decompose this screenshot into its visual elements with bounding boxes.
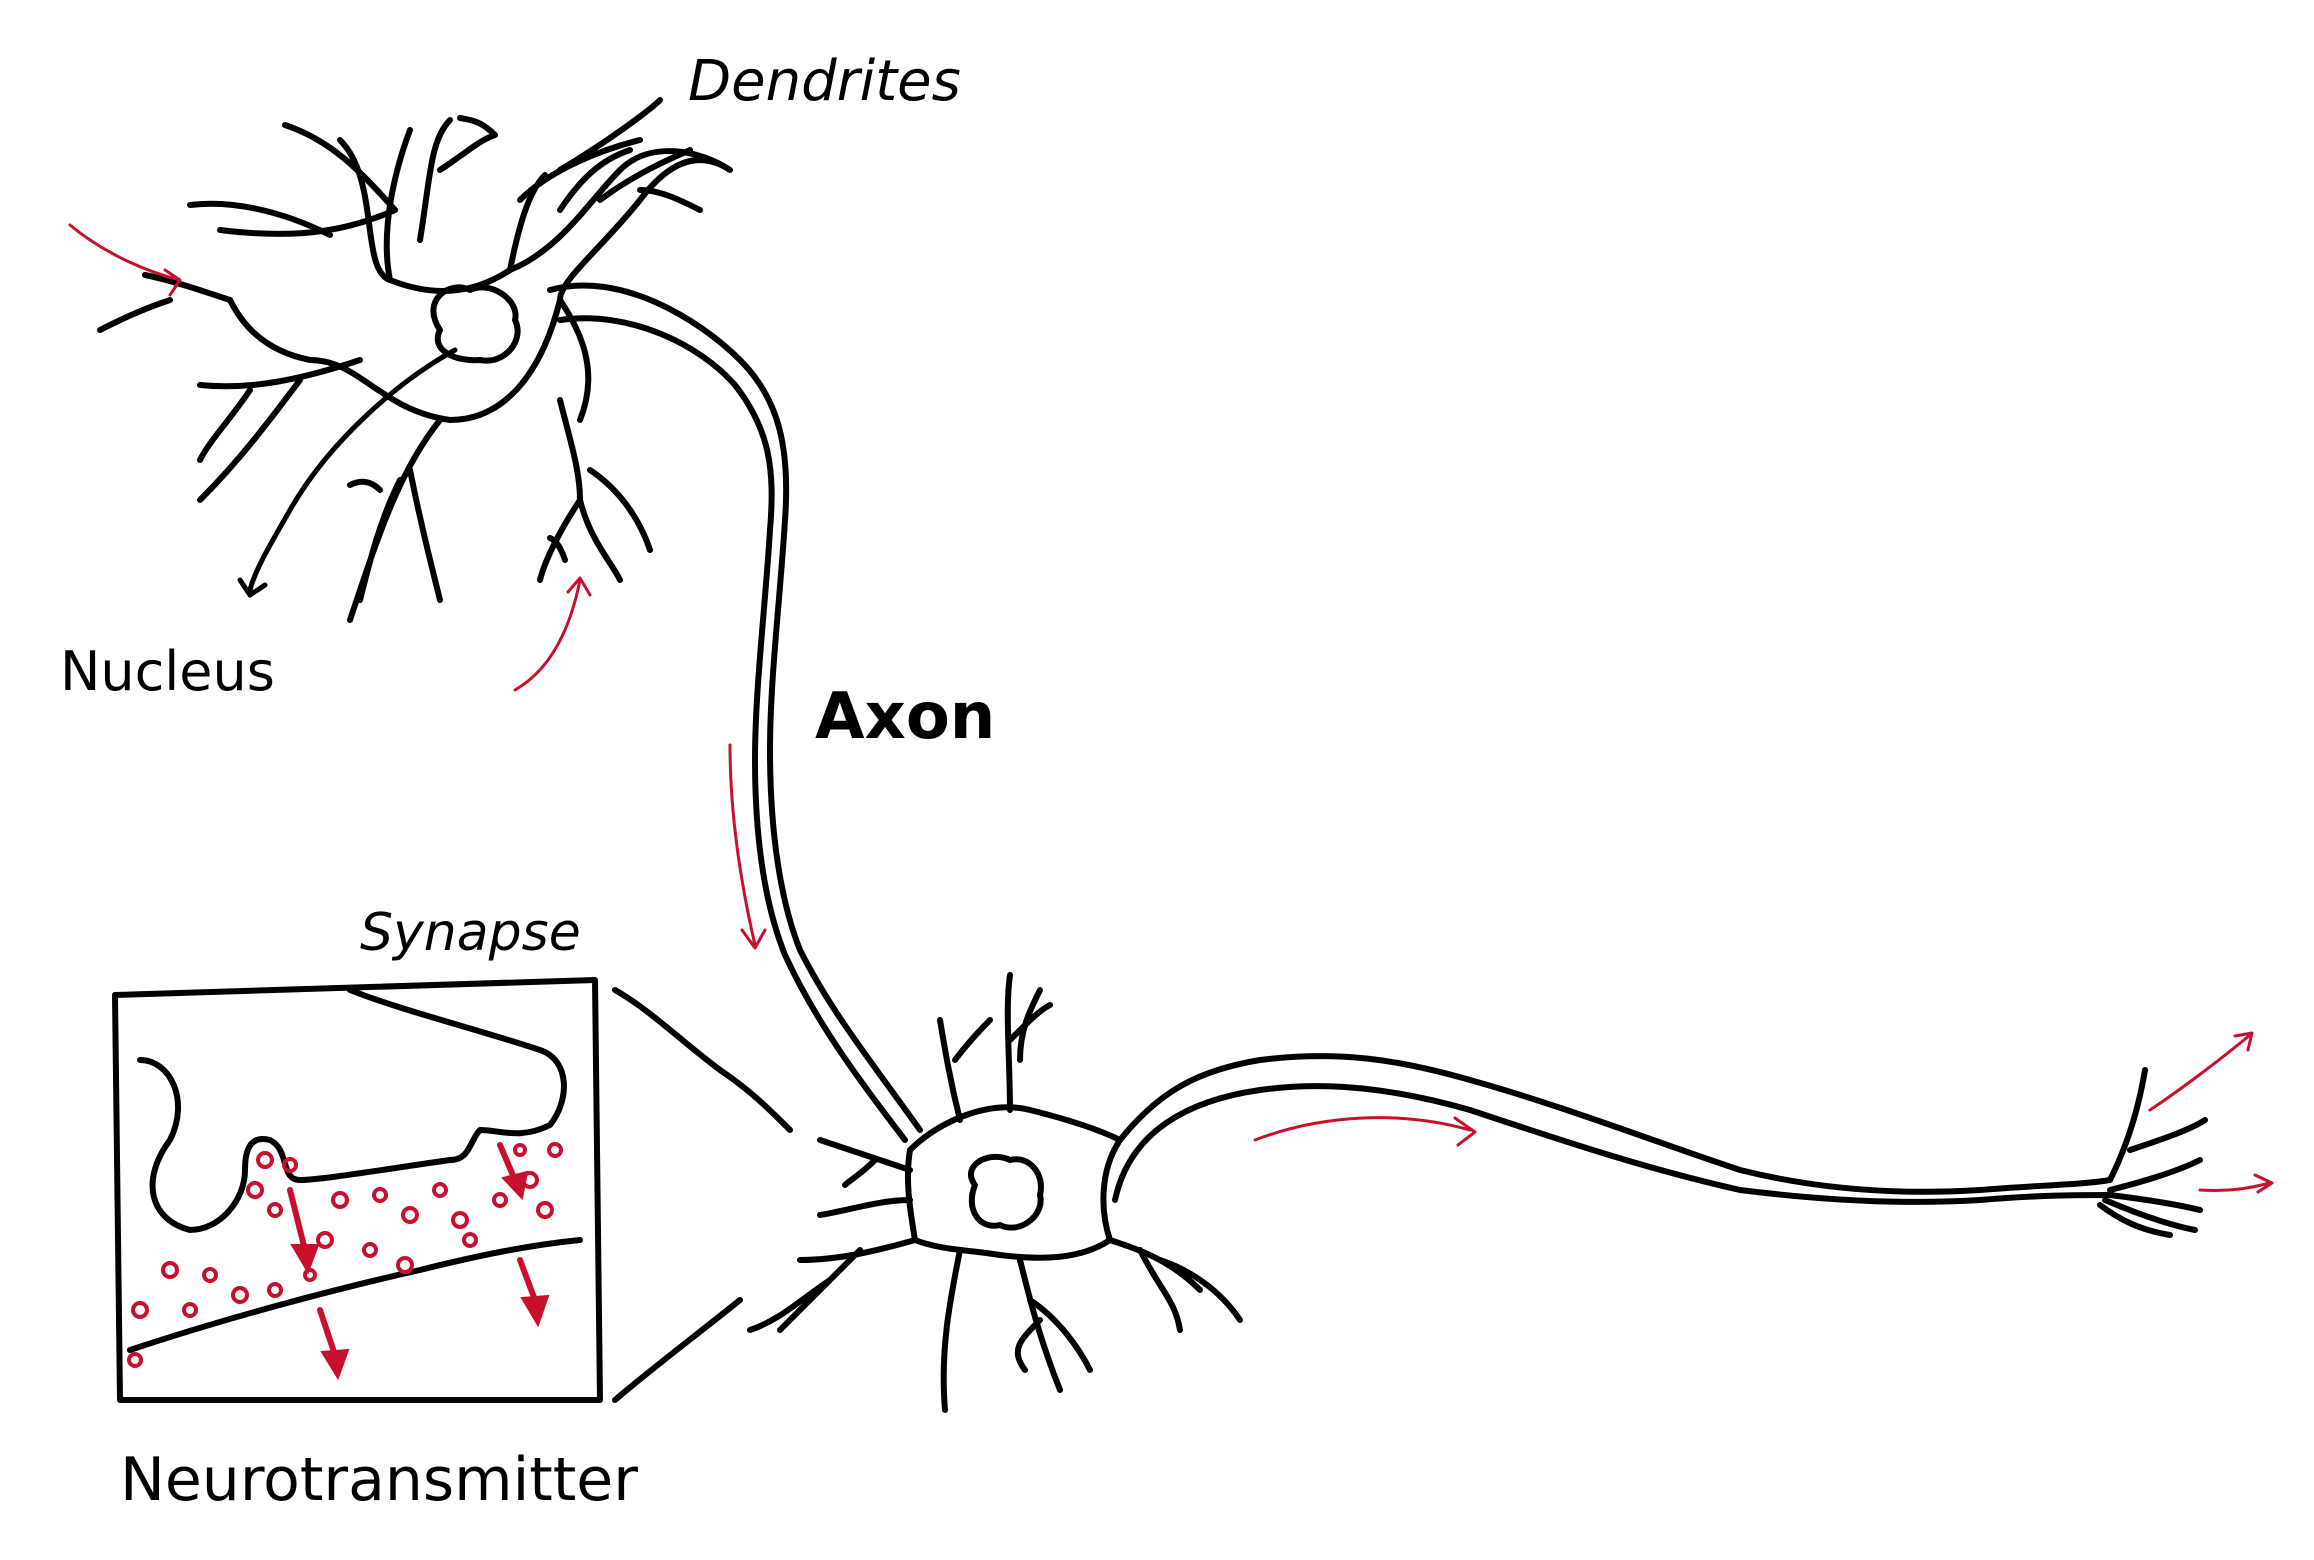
release-arrow-head [520,1294,550,1328]
synapse-box-frame [112,977,603,1403]
label-dendrites: Dendrites [688,49,961,114]
vesicle [202,1267,218,1283]
vesicle [547,1142,563,1158]
release-arrow [497,1142,518,1183]
dendrite-branches-right [537,397,653,583]
flow-arrow-input-left [68,223,182,297]
axon-terminals [2097,1067,2208,1238]
vesicle [362,1242,378,1258]
label-nucleus: Nucleus [60,640,275,703]
first-neuron-nucleus [430,284,521,364]
vesicle [282,1157,298,1173]
release-arrow-head [320,1348,350,1381]
label-neurotransmitter: Neurotransmitter [120,1445,638,1515]
label-axon: Axon [815,680,995,754]
inset-connector-upper [612,987,793,1133]
vesicle [131,1301,149,1319]
vesicle [451,1211,469,1229]
flow-arrow-output-upper [2148,1031,2254,1112]
label-synapse: Synapse [360,903,581,963]
release-arrow [517,1257,538,1303]
flow-arrow-input-bottom [513,576,592,692]
second-neuron-soma [904,1104,1123,1261]
dendrite-branches-top [187,97,703,283]
neurotransmitter-release-arrows [287,1142,550,1381]
second-neuron [747,972,2208,1413]
synapse-inset [112,977,793,1403]
vesicle [513,1143,527,1157]
axon-shaft [547,282,923,1133]
vesicle [182,1302,198,1318]
vesicle [396,1256,414,1274]
second-neuron-dendrites [747,972,1243,1413]
vesicle [246,1181,264,1199]
vesicle [536,1201,554,1219]
second-axon-lower [1112,1083,2113,1205]
vesicle [267,1282,283,1298]
vesicle [316,1231,334,1249]
vesicle [331,1191,349,1209]
signal-flow-arrows [68,223,2274,1194]
vesicle [432,1182,448,1198]
second-axon-upper [1117,1053,2113,1195]
vesicle [127,1352,143,1368]
inset-connector-lower [612,1297,743,1403]
axon-shaft-inner [557,315,908,1143]
release-arrow [317,1307,338,1358]
neurotransmitter-vesicles [127,1142,563,1368]
vesicle [401,1206,419,1224]
flow-arrow-second-axon [1253,1116,1477,1147]
vesicle [462,1232,478,1248]
vesicle [267,1202,283,1218]
first-neuron [97,97,923,1143]
vesicle [492,1192,508,1208]
nucleus-pointer-line [237,347,458,598]
release-arrow-head [501,1170,529,1201]
presynaptic-membrane [137,987,567,1233]
flow-arrow-output-lower [2198,1173,2274,1194]
vesicle [231,1286,249,1304]
release-arrow-head [290,1244,320,1275]
release-arrow [287,1187,308,1253]
vesicle [256,1151,274,1169]
vesicle [372,1187,388,1203]
flow-arrow-axon-down [728,743,767,950]
vesicle [161,1261,179,1279]
vesicle [303,1268,317,1282]
postsynaptic-membrane [127,1237,583,1353]
dendrite-branches-left [97,272,443,623]
second-neuron-nucleus [968,1153,1044,1231]
